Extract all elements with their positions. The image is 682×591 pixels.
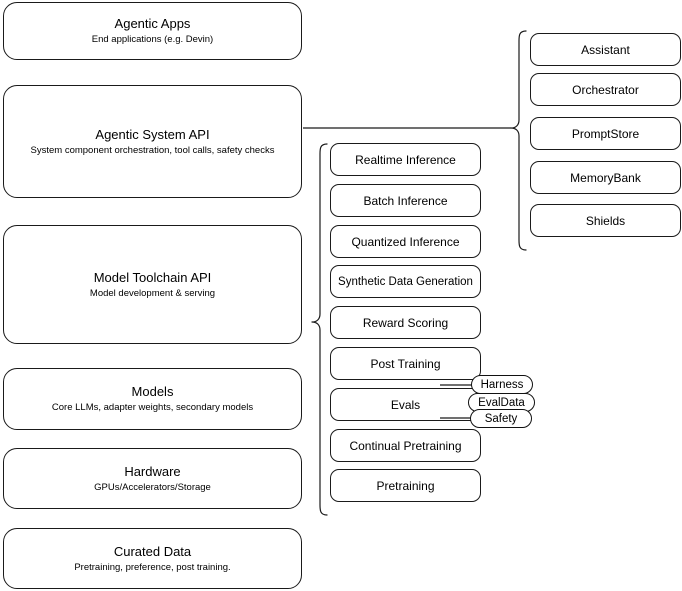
stack-layer-subtitle: GPUs/Accelerators/Storage [94, 481, 211, 493]
toolchain-item-synthetic-data-generation[interactable]: Synthetic Data Generation [330, 265, 481, 298]
stack-layer-subtitle: Core LLMs, adapter weights, secondary mo… [51, 402, 254, 413]
stack-layer-subtitle: System component orchestration, tool cal… [30, 144, 275, 156]
stack-layer-agentic-apps[interactable]: Agentic Apps End applications (e.g. Devi… [3, 2, 302, 60]
toolchain-item-post-training[interactable]: Post Training [330, 347, 481, 380]
system-item-assistant[interactable]: Assistant [530, 33, 681, 66]
stack-layer-subtitle: Pretraining, preference, post training. [74, 561, 231, 573]
toolchain-items-brace [311, 143, 328, 516]
toolchain-item-quantized-inference[interactable]: Quantized Inference [330, 225, 481, 258]
stack-layer-subtitle: Model development & serving [89, 287, 216, 299]
eval-badge-harness[interactable]: Harness [471, 375, 533, 394]
eval-badge-safety[interactable]: Safety [470, 409, 532, 428]
stack-layer-title: Curated Data [113, 543, 192, 559]
stack-layer-title: Hardware [124, 463, 181, 479]
system-item-orchestrator[interactable]: Orchestrator [530, 73, 681, 106]
toolchain-item-continual-pretraining[interactable]: Continual Pretraining [330, 429, 481, 462]
stack-layer-curated-data[interactable]: Curated Data Pretraining, preference, po… [3, 528, 302, 589]
stack-layer-model-toolchain-api[interactable]: Model Toolchain API Model development & … [3, 225, 302, 344]
toolchain-item-realtime-inference[interactable]: Realtime Inference [330, 143, 481, 176]
toolchain-item-pretraining[interactable]: Pretraining [330, 469, 481, 502]
stack-layer-hardware[interactable]: Hardware GPUs/Accelerators/Storage [3, 448, 302, 509]
toolchain-item-batch-inference[interactable]: Batch Inference [330, 184, 481, 217]
stack-layer-models[interactable]: Models Core LLMs, adapter weights, secon… [3, 368, 302, 430]
stack-layer-title: Agentic System API [95, 126, 210, 142]
stack-layer-title: Agentic Apps [114, 16, 191, 31]
system-item-memorybank[interactable]: MemoryBank [530, 161, 681, 194]
stack-layer-title: Model Toolchain API [93, 269, 212, 285]
stack-layer-subtitle: End applications (e.g. Devin) [91, 34, 214, 45]
stack-layer-agentic-system-api[interactable]: Agentic System API System component orch… [3, 85, 302, 198]
system-item-shields[interactable]: Shields [530, 204, 681, 237]
stack-layer-title: Models [131, 384, 174, 399]
toolchain-item-reward-scoring[interactable]: Reward Scoring [330, 306, 481, 339]
system-item-promptstore[interactable]: PromptStore [530, 117, 681, 150]
toolchain-item-evals[interactable]: Evals [330, 388, 481, 421]
system-items-brace [510, 30, 527, 251]
eval-badge-evaldata[interactable]: EvalData [468, 393, 535, 412]
